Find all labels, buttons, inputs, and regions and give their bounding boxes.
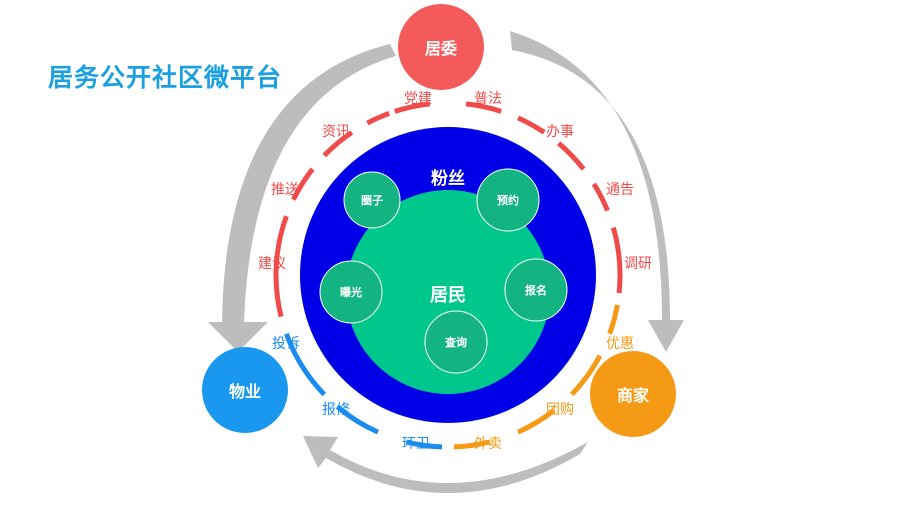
party-juwei-label: 居委 bbox=[425, 39, 458, 58]
ring-segment bbox=[291, 167, 315, 201]
node-label: 报名 bbox=[525, 283, 547, 297]
ring-segment bbox=[591, 182, 610, 212]
node-circle-yuyue[interactable]: 预约 bbox=[476, 168, 540, 232]
ring-segment bbox=[273, 215, 289, 318]
ring-segment bbox=[405, 439, 443, 450]
service-label-tousu[interactable]: 投诉 bbox=[272, 336, 300, 352]
ring-segment bbox=[394, 101, 431, 114]
node-label: 查询 bbox=[445, 335, 467, 349]
ring-segment bbox=[607, 304, 620, 335]
service-label-tonggao[interactable]: 通告 bbox=[606, 182, 634, 198]
ring-segment bbox=[284, 332, 327, 397]
service-label-pufa[interactable]: 普法 bbox=[474, 91, 502, 107]
party-shangjia[interactable]: 商家 bbox=[590, 351, 676, 437]
service-label-jianyi[interactable]: 建议 bbox=[258, 256, 286, 272]
arrow-juwei-to-wuye bbox=[208, 44, 396, 352]
service-label-huanwei[interactable]: 环卫 bbox=[402, 436, 430, 452]
service-ring bbox=[273, 101, 623, 450]
cycle-arrows bbox=[208, 31, 684, 494]
service-label-tuangou[interactable]: 团购 bbox=[546, 402, 574, 418]
ring-segment bbox=[516, 115, 546, 135]
node-label: 曝光 bbox=[340, 285, 362, 299]
node-circle-quanzi[interactable]: 圈子 bbox=[343, 171, 401, 229]
service-label-banshi[interactable]: 办事 bbox=[546, 124, 574, 140]
service-label-diaoyan[interactable]: 调研 bbox=[624, 256, 652, 272]
ring-segment bbox=[610, 226, 623, 294]
service-label-dangjian[interactable]: 党建 bbox=[404, 91, 432, 107]
residents-circle bbox=[346, 190, 550, 394]
ring-segment bbox=[516, 408, 556, 435]
ring-segment bbox=[453, 439, 491, 450]
service-label-youhui[interactable]: 优惠 bbox=[606, 336, 634, 352]
ring-segment bbox=[335, 404, 380, 435]
resident-nodes: 圈子 预约 曝光 报名 查询 bbox=[319, 168, 568, 374]
service-label-tuisong[interactable]: 推送 bbox=[271, 182, 299, 198]
ring-segment bbox=[465, 101, 502, 114]
service-labels: 党建 普法 办事 通告 调研 建议 推送 资讯 投诉 报修 环卫 优惠 团购 外… bbox=[258, 91, 652, 452]
node-label: 圈子 bbox=[361, 194, 383, 207]
service-label-baoxiu[interactable]: 报修 bbox=[322, 402, 350, 418]
ring-segment bbox=[556, 141, 586, 171]
node-circle-baoming[interactable]: 报名 bbox=[504, 258, 568, 322]
party-shangjia-label: 商家 bbox=[617, 386, 650, 405]
node-circle-chaxun[interactable]: 查询 bbox=[424, 310, 488, 374]
page-title: 居务公开社区微平台 bbox=[48, 63, 283, 92]
residents-label: 居民 bbox=[430, 285, 466, 306]
service-label-zixun[interactable]: 资讯 bbox=[322, 124, 350, 140]
ring-segment bbox=[569, 354, 603, 397]
node-circle-baoguang[interactable]: 曝光 bbox=[319, 260, 383, 324]
ring-segment bbox=[366, 111, 391, 126]
arrow-juwei-to-shangjia bbox=[510, 31, 684, 352]
party-wuye[interactable]: 物业 bbox=[202, 347, 288, 433]
party-wuye-label: 物业 bbox=[229, 382, 261, 401]
party-juwei[interactable]: 居委 bbox=[398, 4, 484, 90]
fans-label: 粉丝 bbox=[431, 168, 465, 189]
service-label-waimai[interactable]: 外卖 bbox=[474, 436, 502, 452]
ring-segment bbox=[322, 130, 354, 158]
arrow-shangjia-to-wuye bbox=[303, 436, 588, 494]
node-label: 预约 bbox=[497, 193, 519, 207]
